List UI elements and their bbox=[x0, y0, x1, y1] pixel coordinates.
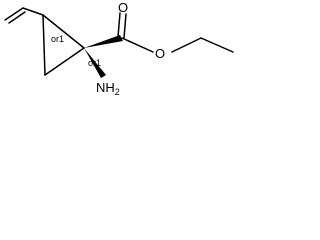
amine-label: NH2 bbox=[96, 80, 120, 97]
carbonyl-oxygen-label: O bbox=[118, 0, 128, 15]
ethoxy-bond-1 bbox=[171, 37, 202, 53]
ring-bond-left bbox=[42, 14, 46, 76]
vinyl-group bbox=[4, 7, 44, 24]
carbonyl-double-bond bbox=[117, 12, 121, 38]
stereo-label-quaternary-center: or1 bbox=[88, 58, 101, 68]
ester-group bbox=[117, 12, 234, 53]
ring-bond-top bbox=[42, 14, 85, 49]
ester-single-bond bbox=[121, 37, 154, 53]
vinyl-link-bond bbox=[22, 7, 44, 16]
molecule-structure: O O NH2 or1 or1 bbox=[4, 0, 234, 97]
wedge-bond-amine bbox=[84, 48, 106, 78]
wedge-bond-carboxyl bbox=[84, 35, 123, 48]
ethoxy-bond-2 bbox=[200, 37, 234, 53]
cyclopropane-ring bbox=[42, 14, 85, 76]
ester-oxygen-label: O bbox=[155, 46, 165, 61]
carbonyl-double-bond-inner bbox=[123, 13, 127, 39]
ring-bond-bottom bbox=[44, 47, 85, 76]
terminal-double-bond bbox=[4, 7, 24, 21]
stereo-label-vinyl-center: or1 bbox=[51, 34, 64, 44]
terminal-double-bond-inner bbox=[8, 11, 26, 24]
amine-subscript: 2 bbox=[115, 87, 120, 97]
amine-text: NH bbox=[96, 80, 115, 95]
